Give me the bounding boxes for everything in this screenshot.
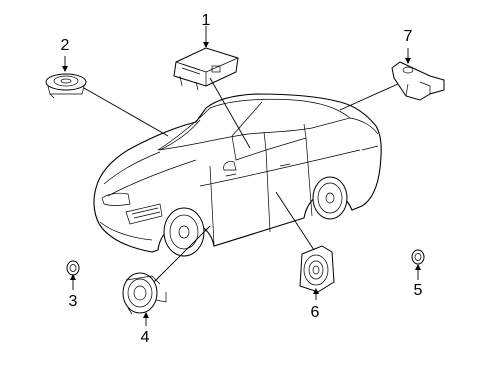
callout-1: 1	[201, 12, 211, 29]
callout-6: 6	[310, 304, 320, 321]
arrowheads	[62, 42, 421, 318]
part-1-amplifier	[173, 47, 239, 91]
part-2-speaker	[45, 73, 87, 99]
part-3-tweeter	[66, 260, 80, 276]
callout-2: 2	[60, 37, 70, 54]
callout-7: 7	[403, 28, 413, 45]
part-7-rear-speaker	[391, 61, 445, 101]
leader-7-line	[339, 83, 399, 111]
part-6-door-speaker	[299, 245, 335, 293]
callout-3: 3	[68, 293, 78, 310]
leader-6-line	[275, 191, 315, 251]
callout-5: 5	[413, 282, 423, 299]
leader-1-line	[209, 77, 251, 149]
callout-4: 4	[140, 329, 150, 346]
part-5-tweeter	[411, 249, 425, 265]
part-4-door-speaker	[122, 272, 167, 315]
car-illustration	[93, 93, 382, 257]
leader-2-line	[83, 87, 169, 137]
leader-4-line	[153, 225, 211, 283]
